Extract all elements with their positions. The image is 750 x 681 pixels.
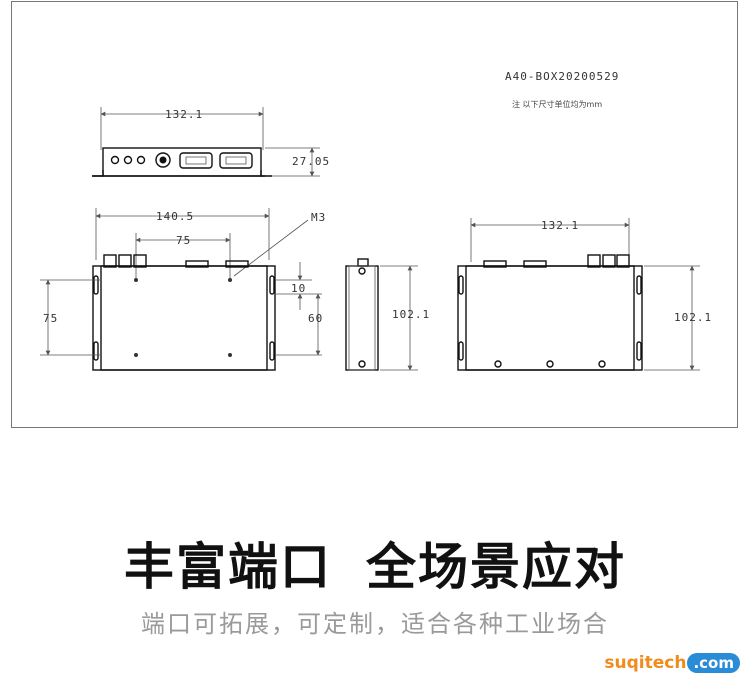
back-depth-dim: 102.1 — [674, 311, 712, 324]
side-depth-dim: 102.1 — [392, 308, 430, 321]
side-view: 102.1 — [345, 258, 430, 371]
hole-spacing-y-dim: 75 — [43, 312, 58, 325]
screw-label: M3 — [311, 211, 326, 224]
model-code: A40-BOX20200529 — [505, 70, 619, 83]
offset-top-dim: 10 — [291, 282, 306, 295]
back-width-dim: 132.1 — [541, 219, 579, 232]
offset-side-dim: 60 — [308, 312, 323, 325]
overall-width-dim: 140.5 — [156, 210, 194, 223]
front-width-dim: 132.1 — [165, 108, 203, 121]
headline: 丰富端口全场景应对 — [0, 527, 750, 599]
subline: 端口可拓展，可定制，适合各种工业场合 — [141, 610, 609, 638]
top-view: 140.5 75 M3 75 10 60 — [40, 208, 326, 371]
watermark-main: suqitech — [604, 653, 687, 673]
watermark-logo: suqitech.com — [604, 653, 740, 673]
technical-drawing: A40-BOX20200529 注 以下尺寸单位均为mm 132.1 27.05… — [40, 70, 712, 371]
watermark-tld: .com — [687, 653, 740, 673]
headline-part1: 丰富端口 — [124, 538, 332, 596]
headline-part2: 全场景应对 — [366, 538, 626, 596]
front-view: 132.1 27.05 — [92, 107, 330, 177]
back-view: 132.1 102.1 — [457, 218, 712, 371]
front-height-dim: 27.05 — [292, 155, 330, 168]
unit-note: 注 以下尺寸单位均为mm — [512, 99, 602, 109]
hole-spacing-x-dim: 75 — [176, 234, 191, 247]
